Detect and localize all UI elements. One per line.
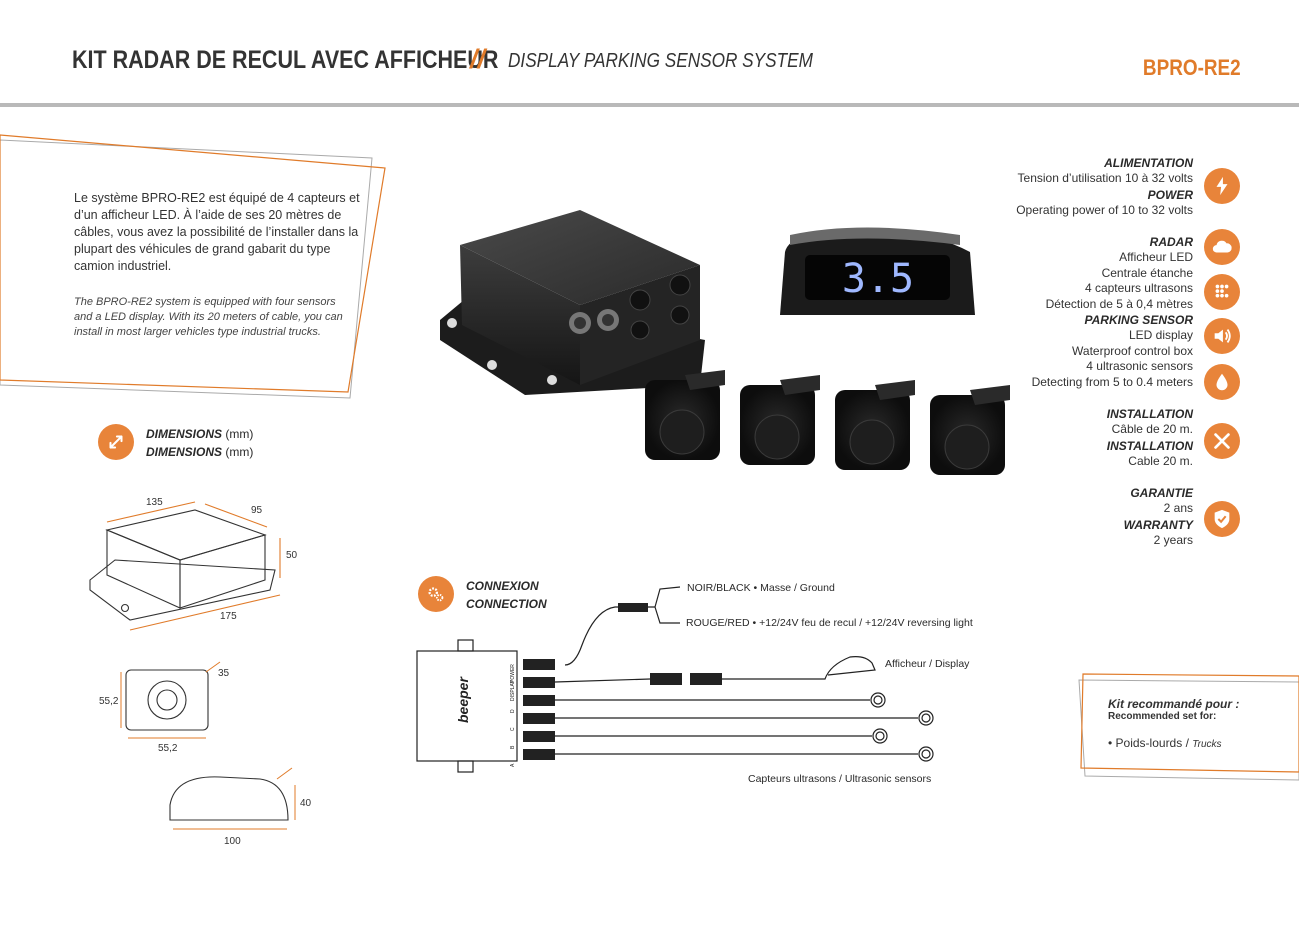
spec-radar: RADAR Afficheur LED Centrale étanche 4 c… [873, 234, 1193, 390]
product-illustration: 3.5 [440, 210, 1010, 475]
spec-line: 4 ultrasonic sensors [1086, 359, 1193, 373]
port-label: B [510, 745, 516, 749]
spec-title-en: INSTALLATION [1106, 438, 1193, 453]
spec-title-fr: RADAR [1149, 235, 1193, 249]
spec-title-fr: INSTALLATION [1106, 407, 1193, 421]
reco-item: • Poids-lourds / Trucks [1108, 736, 1239, 750]
intro-frame [0, 134, 386, 399]
port-label: DISPLAY [510, 680, 516, 701]
spec-title-en: POWER [1147, 187, 1193, 202]
box-width-label: 135 [146, 497, 163, 508]
sound-icon [1204, 318, 1240, 354]
header-rule [0, 103, 1299, 107]
spec-line: LED display [1128, 328, 1193, 342]
intro-french: Le système BPRO-RE2 est équipé de 4 capt… [74, 191, 360, 273]
intro-english: The BPRO-RE2 system is equipped with fou… [74, 296, 343, 338]
reco-title: Kit recommandé pour : [1108, 697, 1240, 711]
port-label: A [510, 763, 516, 767]
tools-icon [1204, 423, 1240, 459]
product-code: BPRO-RE2 [1143, 55, 1241, 80]
box-depth-label: 95 [251, 505, 263, 516]
display-height-label: 40 [300, 798, 312, 809]
connexion-title-fr: CONNEXION [466, 579, 539, 593]
sensor-images [645, 370, 1010, 475]
display-label: Afficheur / Display [885, 658, 970, 670]
dimensions-heading: DIMENSIONS (mm) DIMENSIONS (mm) [146, 425, 253, 461]
spec-text-fr: Tension d’utilisation 10 à 32 volts [1017, 171, 1193, 185]
spec-line: Afficheur LED [1119, 250, 1193, 264]
reco-item-en: Trucks [1192, 739, 1222, 750]
sensors-label: Capteurs ultrasons / Ultrasonic sensors [748, 773, 932, 785]
title-separator: // [470, 44, 486, 74]
connexion-title-en: CONNECTION [466, 597, 547, 611]
spec-title-en: PARKING SENSOR [1084, 313, 1193, 327]
shield-check-icon [1204, 501, 1240, 537]
lightning-icon [1204, 168, 1240, 204]
drop-icon [1204, 364, 1240, 400]
spec-text-en: Cable 20 m. [1128, 453, 1193, 468]
sensor-dimension-drawing [120, 661, 221, 739]
reco-subtitle: Recommended set for: [1108, 711, 1217, 722]
spec-line: Waterproof control box [1072, 343, 1193, 358]
spec-line: Détection de 5 à 0,4 mètres [1045, 296, 1193, 311]
box-dimension-drawing [89, 501, 281, 631]
reco-item-fr: • Poids-lourds / [1108, 736, 1189, 750]
spec-alimentation: ALIMENTATION Tension d’utilisation 10 à … [873, 155, 1193, 218]
page-title: KIT RADAR DE RECUL AVEC AFFICHEUR [72, 46, 499, 74]
display-dimension-drawing [169, 767, 296, 830]
spec-line: Detecting from 5 to 0.4 meters [1031, 374, 1193, 389]
port-label: C [510, 727, 516, 731]
spec-text-fr: 2 ans [1163, 501, 1193, 515]
spec-installation: INSTALLATION Câble de 20 m. INSTALLATION… [873, 406, 1193, 469]
box-base-label: 175 [220, 611, 237, 622]
spec-title-en: WARRANTY [1123, 517, 1193, 532]
port-label: D [510, 709, 516, 713]
brand-logo: beeper [455, 676, 471, 723]
wire-red-label: ROUGE/RED • +12/24V feu de recul / +12/2… [686, 617, 973, 629]
sensor-depth-label: 35 [218, 668, 230, 679]
dimensions-unit: (mm) [225, 445, 254, 459]
sensor-width-label: 55,2 [158, 743, 178, 754]
reco-frame [1078, 673, 1299, 781]
spec-garantie: GARANTIE 2 ans WARRANTY 2 years [873, 485, 1193, 548]
wire-black-label: NOIR/BLACK • Masse / Ground [687, 582, 835, 594]
spec-line: Centrale étanche [1101, 265, 1193, 280]
port-label: POWER [510, 664, 516, 683]
spec-line: 4 capteurs ultrasons [1084, 281, 1193, 295]
control-box-image [440, 210, 705, 395]
gears-icon [418, 576, 454, 612]
spec-title-fr: GARANTIE [1130, 486, 1193, 500]
spec-text-fr: Câble de 20 m. [1111, 422, 1193, 436]
page-subtitle: DISPLAY PARKING SENSOR SYSTEM [508, 50, 813, 72]
spec-text-en: Operating power of 10 to 32 volts [1016, 202, 1193, 217]
spec-text-en: 2 years [1153, 532, 1193, 547]
wiring-diagram: beeper POWER DISPLAY D C B A [416, 586, 934, 773]
dimensions-title-fr: DIMENSIONS [146, 427, 223, 441]
connexion-heading: CONNEXION CONNECTION [466, 577, 547, 613]
dimensions-unit: (mm) [225, 427, 254, 441]
display-readout: 3.5 [842, 256, 914, 302]
sensor-height-label: 55,2 [99, 696, 119, 707]
display-width-label: 100 [224, 836, 241, 847]
resize-arrows-icon [98, 424, 134, 460]
reco-box: Kit recommandé pour : Recommended set fo… [1108, 697, 1239, 750]
specs-column: ALIMENTATION Tension d’utilisation 10 à … [873, 155, 1193, 561]
spec-title-fr: ALIMENTATION [1104, 156, 1193, 170]
cloud-icon [1204, 229, 1240, 265]
led-display-image: 3.5 [780, 227, 975, 315]
dimensions-title-en: DIMENSIONS [146, 445, 223, 459]
dots-icon [1204, 274, 1240, 310]
box-height-label: 50 [286, 550, 298, 561]
